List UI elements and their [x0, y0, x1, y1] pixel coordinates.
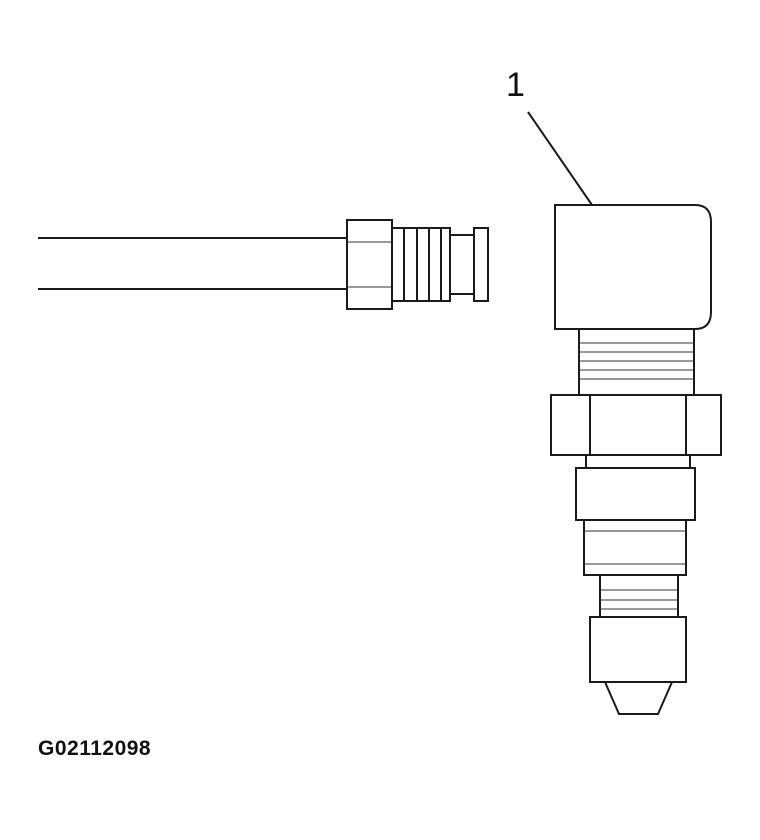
elbow-fitting	[550, 204, 722, 715]
ribbed-sleeve	[391, 227, 489, 302]
tube-nut	[346, 219, 393, 310]
tube	[38, 237, 347, 290]
callout-leader	[527, 111, 593, 206]
figure-id: G02112098	[38, 737, 152, 760]
callout-label-1: 1	[506, 66, 525, 104]
